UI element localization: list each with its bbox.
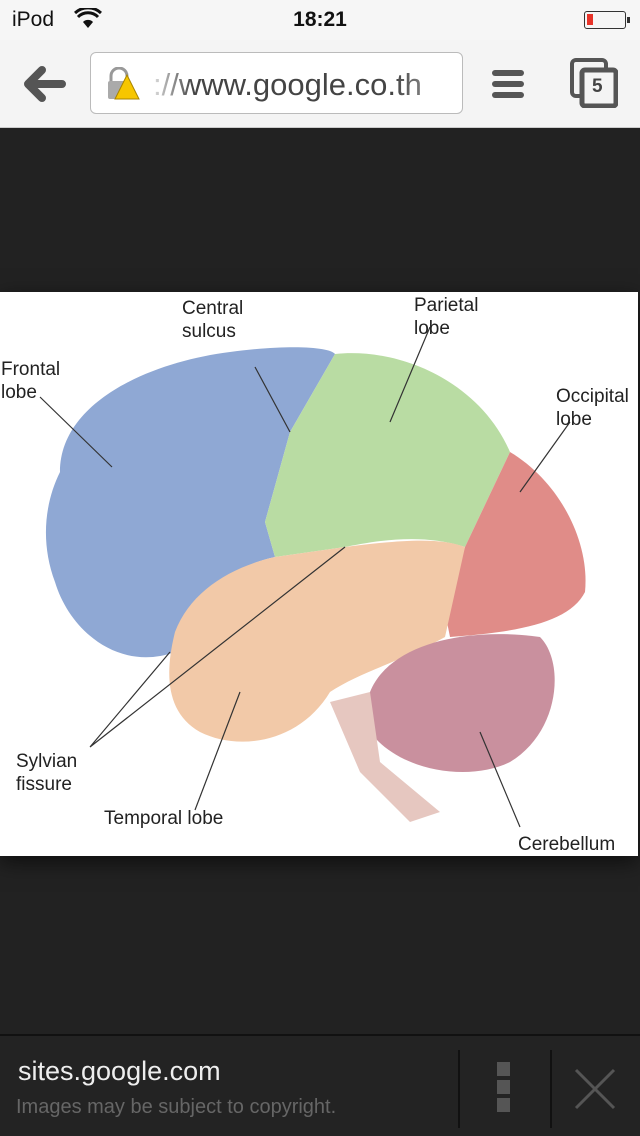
browser-toolbar: ://www.google.co.th 5 bbox=[0, 40, 640, 128]
battery-icon bbox=[584, 11, 630, 29]
label-line: lobe bbox=[1, 382, 37, 403]
close-icon[interactable] bbox=[574, 1068, 616, 1110]
wifi-icon bbox=[74, 8, 102, 28]
temporal-lobe bbox=[169, 540, 466, 742]
label-cerebellum: Cerebellum bbox=[518, 834, 616, 855]
tabs-icon bbox=[570, 58, 618, 108]
tab-count: 5 bbox=[592, 76, 603, 97]
more-options-button[interactable] bbox=[497, 1062, 510, 1116]
tab-switcher-button[interactable]: 5 bbox=[570, 58, 618, 108]
menu-icon[interactable] bbox=[490, 66, 526, 102]
status-bar: iPod 18:21 bbox=[0, 0, 640, 40]
divider bbox=[550, 1050, 552, 1128]
label-line: Frontal bbox=[1, 359, 61, 380]
lock-warning-icon bbox=[108, 67, 140, 100]
parietal-lobe bbox=[265, 353, 510, 557]
cerebellum bbox=[370, 634, 555, 772]
divider bbox=[458, 1050, 460, 1128]
occipital-lobe bbox=[445, 452, 586, 637]
copyright-notice: Images may be subject to copyright. bbox=[16, 1096, 337, 1118]
address-bar[interactable]: ://www.google.co.th bbox=[90, 52, 463, 114]
label-line: Parietal bbox=[414, 295, 479, 316]
label-line: Central bbox=[182, 298, 244, 319]
back-arrow-icon[interactable] bbox=[22, 62, 66, 106]
label-line: lobe bbox=[414, 318, 450, 339]
carrier-label: iPod bbox=[12, 8, 55, 31]
clock: 18:21 bbox=[293, 8, 347, 31]
label-line: sulcus bbox=[182, 321, 236, 342]
label-line: Occipital bbox=[556, 386, 629, 407]
label-line: Sylvian bbox=[16, 751, 78, 772]
label-temporal-lobe: Temporal lobe bbox=[104, 808, 224, 829]
url-text: ://www.google.co.th bbox=[153, 67, 422, 102]
source-site-link[interactable]: sites.google.com bbox=[18, 1056, 221, 1086]
brainstem bbox=[330, 692, 440, 822]
frontal-lobe bbox=[45, 347, 336, 658]
image-info-bar: sites.google.com Images may be subject t… bbox=[0, 1034, 640, 1136]
label-line: fissure bbox=[16, 774, 72, 795]
brain-illustration bbox=[39, 326, 586, 828]
label-line: lobe bbox=[556, 409, 592, 430]
